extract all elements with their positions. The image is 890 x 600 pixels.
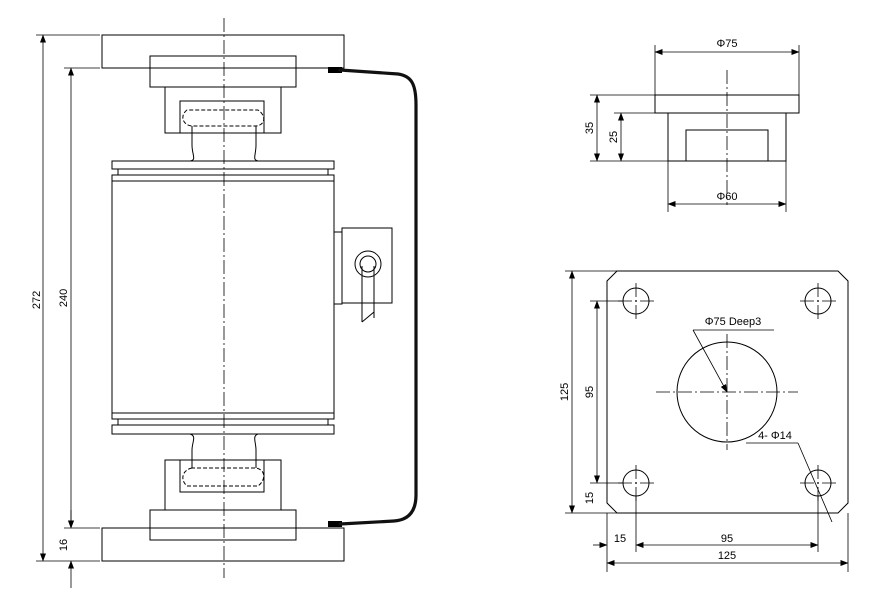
upper-load-pad (149, 55, 297, 88)
upper-cup-inner (179, 100, 265, 134)
lower-cup-inner (179, 459, 265, 493)
upper-ball-dashed (182, 109, 265, 127)
base-plate-outline (606, 270, 849, 514)
lower-flange-lip (111, 412, 335, 420)
leader-recess (692, 329, 728, 393)
dim-phi75-label: Φ75 (716, 38, 737, 50)
dim-16-label: 16 (58, 539, 70, 551)
leader-holes (797, 442, 833, 523)
upper-flange (111, 160, 335, 170)
dim-240-label: 240 (58, 289, 70, 307)
side-view: 272 240 16 (31, 18, 418, 588)
connector-cable-stub (361, 266, 375, 323)
lower-ball-dashed (182, 467, 265, 487)
cable-clip-bottom (328, 521, 342, 527)
top-plate (101, 34, 345, 69)
dim-v125-label: 125 (559, 383, 571, 401)
recess-label: Φ75 Deep3 (705, 316, 761, 328)
dim-h95-label: 95 (721, 533, 733, 545)
dim-v15-label: 15 (584, 492, 596, 504)
dim-35-label: 35 (584, 122, 596, 134)
signal-cable (338, 68, 418, 526)
main-body (111, 180, 335, 414)
upper-flange-lip (111, 174, 335, 182)
lower-load-pad (149, 509, 297, 541)
connector-base (333, 231, 343, 305)
holes-label: 4- Φ14 (758, 430, 792, 442)
top-plate-view-recess (685, 129, 769, 162)
dim-272-label: 272 (31, 291, 43, 309)
dim-25-label: 25 (608, 131, 620, 143)
connector-box (341, 227, 393, 304)
bottom-plate (101, 527, 345, 562)
dim-phi60-label: Φ60 (716, 191, 737, 203)
connector-gland-outer (354, 250, 382, 278)
base-plate-view: Φ75 Deep3 4- Φ14 125 95 15 (559, 270, 849, 572)
upper-flange-step (117, 168, 329, 176)
top-plate-view: Φ75 Φ60 35 25 (584, 38, 800, 212)
dim-v95-label: 95 (584, 386, 596, 398)
connector-gland-inner (359, 255, 377, 273)
cable-clip-top (328, 67, 342, 73)
dim-h125-label: 125 (718, 550, 736, 562)
lower-neck (189, 433, 259, 468)
lower-flange (111, 424, 335, 435)
dim-h15-label: 15 (614, 533, 626, 545)
lower-flange-step (117, 418, 329, 426)
